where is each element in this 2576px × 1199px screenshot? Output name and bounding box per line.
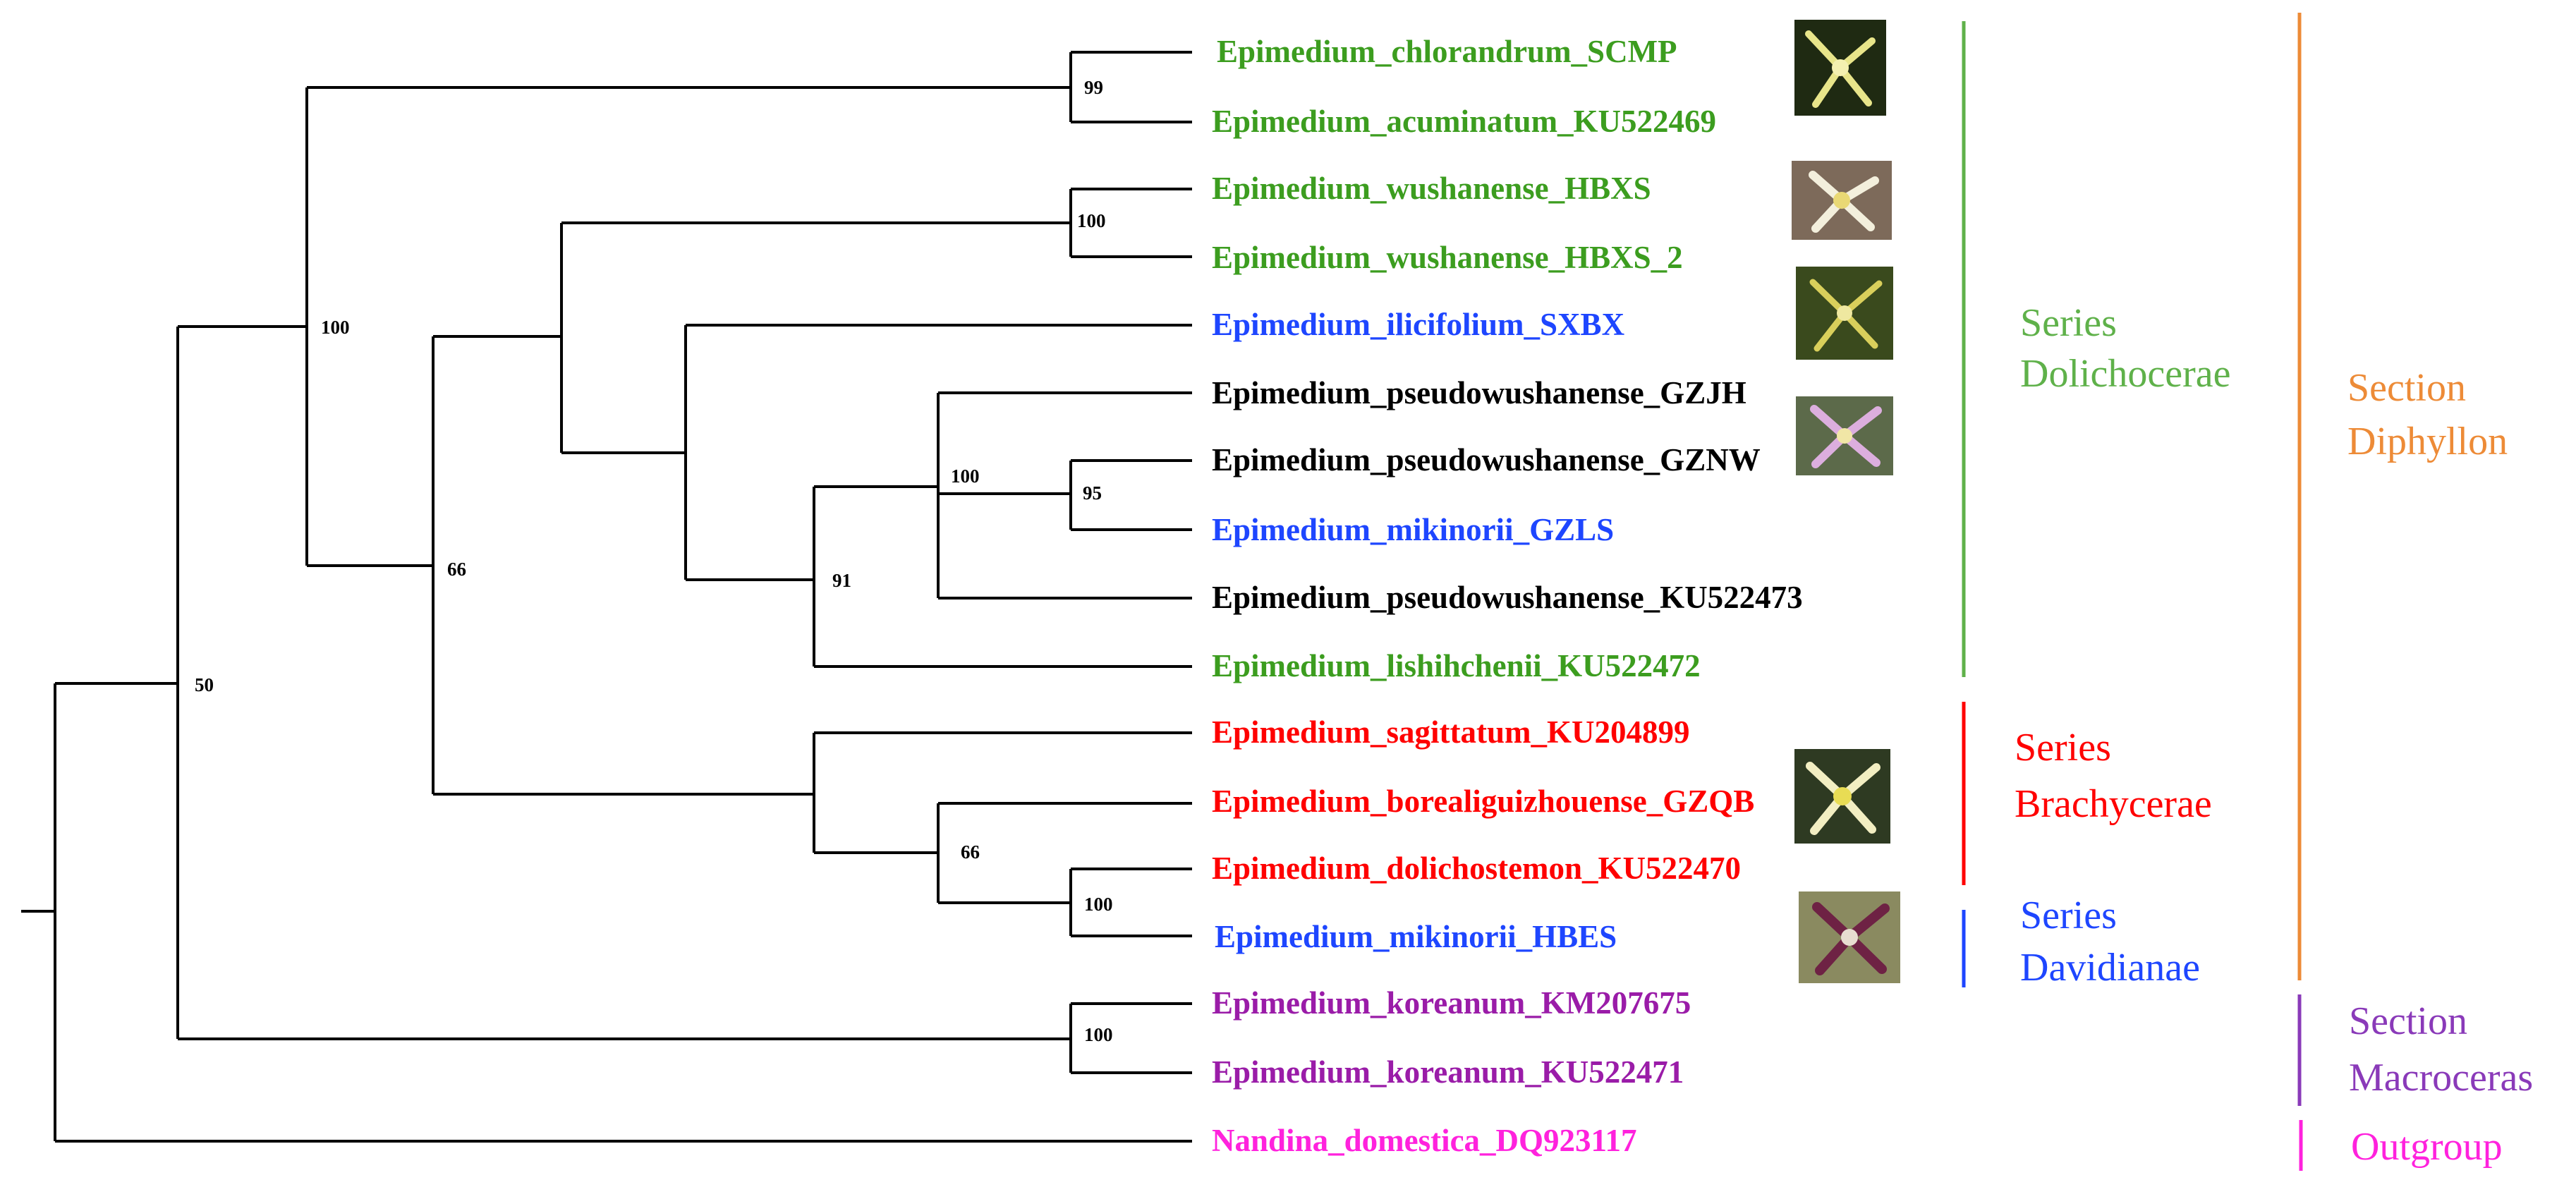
flower-photo-icon: [1796, 396, 1893, 475]
support-value: 50: [195, 674, 214, 695]
taxon-label: Epimedium_acuminatum_KU522469: [1212, 104, 1716, 139]
support-values: 99 100 95 100 91 100 66 100 66 100 100 5…: [195, 77, 1113, 1045]
taxon-label: Epimedium_wushanense_HBXS_2: [1212, 240, 1683, 275]
taxon-label: Epimedium_koreanum_KM207675: [1212, 985, 1691, 1021]
support-value: 95: [1083, 482, 1102, 504]
support-value: 100: [321, 317, 350, 338]
section-macroceras-label: Section Macroceras: [2349, 999, 2533, 1100]
taxon-label: Nandina_domestica_DQ923117: [1212, 1123, 1637, 1158]
taxon-label: Epimedium_ilicifolium_SXBX: [1212, 307, 1624, 342]
series-dolichocerae-label: Series Dolichocerae: [2020, 301, 2230, 396]
series-brachycerae-label: Series Brachycerae: [2015, 726, 2212, 826]
taxon-label: Epimedium_pseudowushanense_KU522473: [1212, 580, 1803, 615]
taxon-label: Epimedium_borealiguizhouense_GZQB: [1212, 784, 1754, 819]
support-value: 100: [1084, 1024, 1113, 1045]
flower-photo-icon: [1794, 20, 1886, 116]
support-value: 91: [832, 570, 851, 591]
outgroup-label: Outgroup: [2351, 1125, 2503, 1169]
taxon-label: Epimedium_wushanense_HBXS: [1212, 171, 1651, 206]
taxon-labels: Epimedium_chlorandrum_SCMP Epimedium_acu…: [1212, 34, 1803, 1158]
taxon-label: Epimedium_pseudowushanense_GZJH: [1212, 375, 1746, 410]
taxon-label: Epimedium_sagittatum_KU204899: [1212, 714, 1690, 750]
flower-photo-icon: [1792, 161, 1892, 240]
taxon-label: Epimedium_mikinorii_HBES: [1215, 919, 1617, 954]
support-value: 66: [447, 559, 466, 580]
support-value: 100: [1084, 894, 1113, 915]
support-value: 99: [1084, 77, 1103, 98]
section-diphyllon-label: Section Diphyllon: [2347, 366, 2508, 463]
group-bars: [1962, 13, 2303, 1171]
support-value: 100: [1077, 210, 1106, 231]
taxon-label: Epimedium_lishihchenii_KU522472: [1212, 648, 1701, 683]
tree-branches: [21, 51, 1192, 1143]
taxon-label: Epimedium_chlorandrum_SCMP: [1217, 34, 1677, 69]
taxon-label: Epimedium_mikinorii_GZLS: [1212, 512, 1614, 547]
flower-photo-icon: [1794, 749, 1890, 844]
taxon-label: Epimedium_koreanum_KU522471: [1212, 1054, 1684, 1090]
flower-photo-icon: [1799, 891, 1900, 983]
taxon-label: Epimedium_dolichostemon_KU522470: [1212, 851, 1741, 886]
support-value: 100: [951, 465, 980, 487]
taxon-label: Epimedium_pseudowushanense_GZNW: [1212, 442, 1761, 477]
series-davidianae-label: Series Davidianae: [2020, 894, 2200, 990]
support-value: 66: [961, 841, 980, 863]
flower-photo-icon: [1796, 267, 1893, 360]
flower-photos: [1792, 20, 1900, 983]
group-labels: Series Dolichocerae Series Brachycerae S…: [2015, 301, 2533, 1169]
